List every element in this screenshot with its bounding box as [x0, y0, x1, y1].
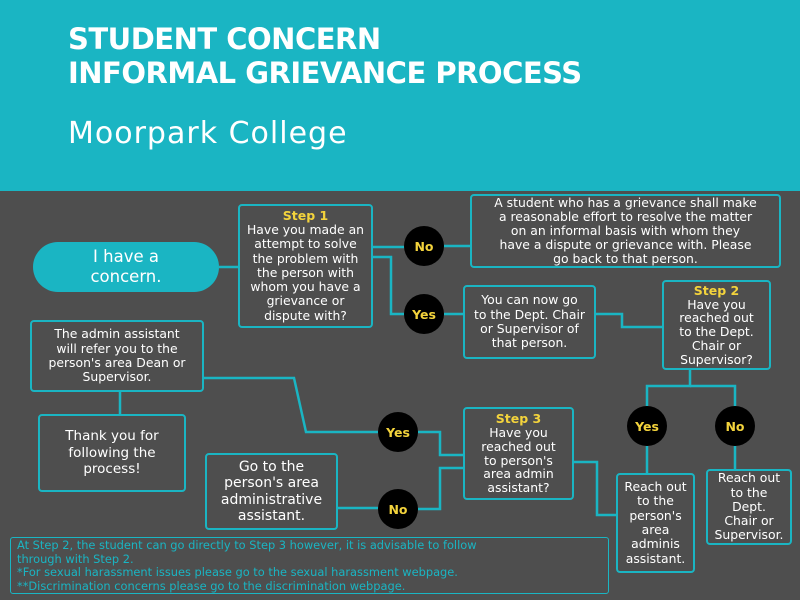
final-thank-you: Thank you for following the process!	[38, 414, 186, 492]
step1-label: Step 1	[282, 207, 329, 223]
connector-step3-no	[418, 466, 463, 511]
step1-box: Step 1 Have you made an attempt to solve…	[238, 204, 373, 328]
title-line-2: INFORMAL GRIEVANCE PROCESS	[68, 56, 582, 90]
step3-yes-circle: Yes	[378, 412, 418, 452]
title-line-1: STUDENT CONCERN	[68, 22, 381, 56]
step1-yes-circle: Yes	[404, 294, 444, 334]
step3-box: Step 3 Have you reached out to person's …	[463, 407, 574, 500]
connector-step1-yes	[373, 255, 404, 316]
step1-no-circle: No	[404, 226, 444, 266]
connector-yes3-admin	[204, 376, 378, 434]
step3-no-result: Go to the person's area administrative a…	[205, 453, 338, 530]
college-name: Moorpark College	[68, 116, 348, 151]
step3-label: Step 3	[495, 411, 542, 426]
footnote-line-4: **Discrimination concerns please go to t…	[17, 579, 406, 593]
start-concern: I have a concern.	[33, 242, 219, 292]
connector-step2-branch	[645, 370, 692, 406]
connector-step3-yes	[418, 430, 463, 457]
footnote-line-3: *For sexual harassment issues please go …	[17, 566, 458, 580]
connector-result1-step2	[596, 312, 662, 329]
step3-question: Have you reached out to person's area ad…	[481, 425, 556, 496]
step1-yes-result: You can now go to the Dept. Chair or Sup…	[463, 285, 596, 359]
connector-branch-right	[690, 384, 737, 406]
header-banner: STUDENT CONCERN INFORMAL GRIEVANCE PROCE…	[0, 0, 800, 191]
footnote-box: At Step 2, the student can go directly t…	[10, 537, 609, 594]
step2-no-result: Reach out to the Dept. Chair or Supervis…	[706, 469, 792, 545]
step2-yes-result: Reach out to the person's area adminis a…	[616, 473, 695, 573]
step2-box: Step 2 Have you reached out to the Dept.…	[662, 280, 771, 370]
step3-yes-result: The admin assistant will refer you to th…	[30, 320, 204, 392]
step1-question: Have you made an attempt to solve the pr…	[246, 221, 365, 323]
step1-no-result: A student who has a grievance shall make…	[470, 194, 781, 268]
step2-question: Have you reached out to the Dept. Chair …	[679, 296, 754, 367]
footnote-line-2: through with Step 2.	[17, 552, 134, 566]
step2-no-circle: No	[715, 406, 755, 446]
connector-step3-result	[574, 460, 616, 517]
footnote-line-1: At Step 2, the student can go directly t…	[17, 539, 477, 552]
step3-no-circle: No	[378, 489, 418, 529]
step2-yes-circle: Yes	[627, 406, 667, 446]
step2-label: Step 2	[693, 282, 740, 298]
